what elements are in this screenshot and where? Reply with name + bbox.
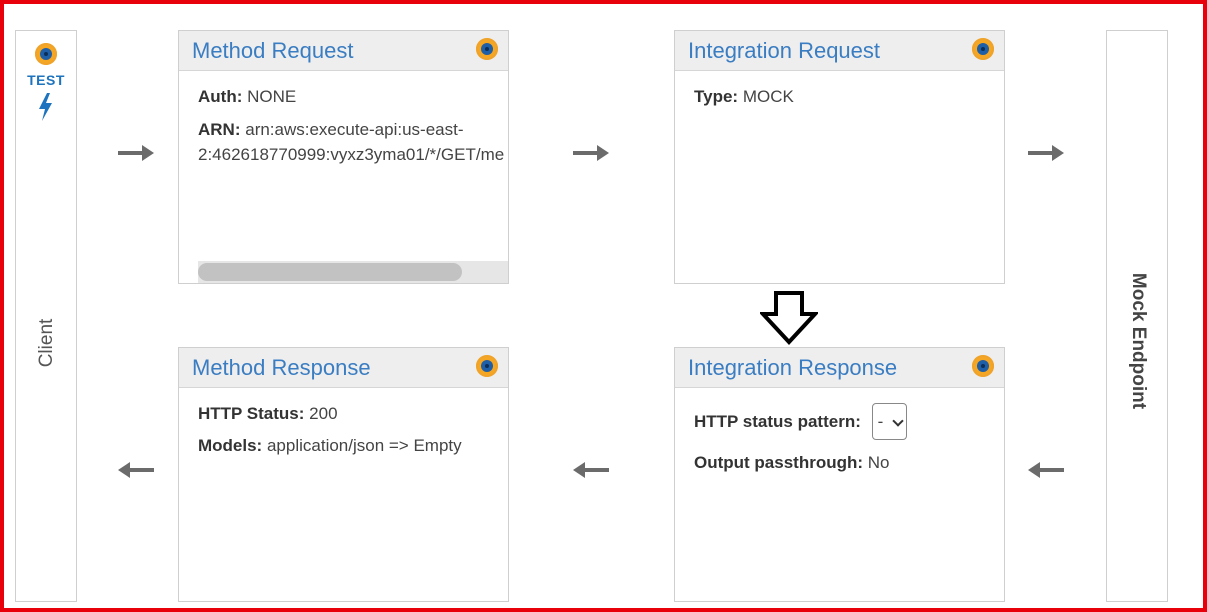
status-dot-icon — [476, 355, 498, 377]
integration-response-title[interactable]: Integration Response — [688, 355, 898, 380]
type-row: Type: MOCK — [694, 85, 1004, 109]
arrow-right-icon — [1028, 145, 1064, 161]
method-response-title[interactable]: Method Response — [192, 355, 371, 380]
hollow-arrow-down-icon — [760, 291, 818, 345]
arrow-right-icon — [118, 145, 154, 161]
integration-response-header[interactable]: Integration Response — [675, 348, 1004, 388]
horizontal-scrollbar[interactable] — [198, 261, 508, 283]
integration-response-card: Integration Response HTTP status pattern… — [674, 347, 1005, 602]
arn-value-line2: 2:462618770999:vyxz3yma01/*/GET/me — [198, 145, 505, 164]
http-status-row: HTTP Status: 200 — [198, 402, 508, 426]
output-passthrough-row: Output passthrough: No — [694, 451, 1004, 475]
lightning-bolt-icon — [39, 93, 52, 121]
integration-request-title[interactable]: Integration Request — [688, 38, 881, 63]
status-pattern-key: HTTP status pattern: — [694, 411, 861, 431]
auth-value: NONE — [247, 87, 297, 106]
integration-request-header[interactable]: Integration Request — [675, 31, 1004, 71]
integration-request-card: Integration Request Type: MOCK — [674, 30, 1005, 284]
output-passthrough-key: Output passthrough: — [694, 453, 864, 472]
output-passthrough-value: No — [867, 453, 890, 472]
models-key: Models: — [198, 436, 263, 455]
type-key: Type: — [694, 87, 739, 106]
status-dot-icon — [972, 355, 994, 377]
status-pattern-select[interactable]: - — [871, 403, 907, 440]
arn-key: ARN: — [198, 120, 241, 139]
mock-endpoint-panel: Mock Endpoint — [1106, 30, 1168, 602]
arrow-left-icon — [573, 462, 609, 478]
models-value: application/json => Empty — [266, 436, 462, 455]
method-request-title[interactable]: Method Request — [192, 38, 354, 63]
status-dot-icon — [476, 38, 498, 60]
test-button[interactable]: TEST — [16, 43, 76, 122]
method-request-header[interactable]: Method Request — [179, 31, 508, 71]
http-status-value: 200 — [309, 404, 338, 423]
auth-key: Auth: — [198, 87, 243, 106]
auth-row: Auth: NONE — [198, 85, 508, 109]
mock-endpoint-label: Mock Endpoint — [1128, 272, 1149, 410]
method-response-card: Method Response HTTP Status: 200 Models:… — [178, 347, 509, 602]
arrow-left-icon — [1028, 462, 1064, 478]
method-request-card: Method Request Auth: NONE ARN: arn:aws:e… — [178, 30, 509, 284]
models-row: Models: application/json => Empty — [198, 434, 508, 458]
method-response-header[interactable]: Method Response — [179, 348, 508, 388]
type-value: MOCK — [742, 87, 794, 106]
status-dot-icon — [35, 43, 57, 65]
test-label: TEST — [27, 72, 65, 88]
arrow-right-icon — [573, 145, 609, 161]
arrow-left-icon — [118, 462, 154, 478]
chevron-down-icon — [891, 415, 904, 427]
status-dot-icon — [972, 38, 994, 60]
arn-value-line1: arn:aws:execute-api:us-east- — [245, 120, 464, 139]
client-label: Client — [36, 318, 57, 368]
client-panel: TEST Client — [15, 30, 77, 602]
arn-row: ARN: arn:aws:execute-api:us-east- 2:4626… — [198, 117, 508, 167]
scrollbar-thumb[interactable] — [198, 263, 462, 281]
http-status-key: HTTP Status: — [198, 404, 305, 423]
status-pattern-value: - — [877, 412, 884, 431]
status-pattern-row: HTTP status pattern: - — [694, 403, 1004, 441]
